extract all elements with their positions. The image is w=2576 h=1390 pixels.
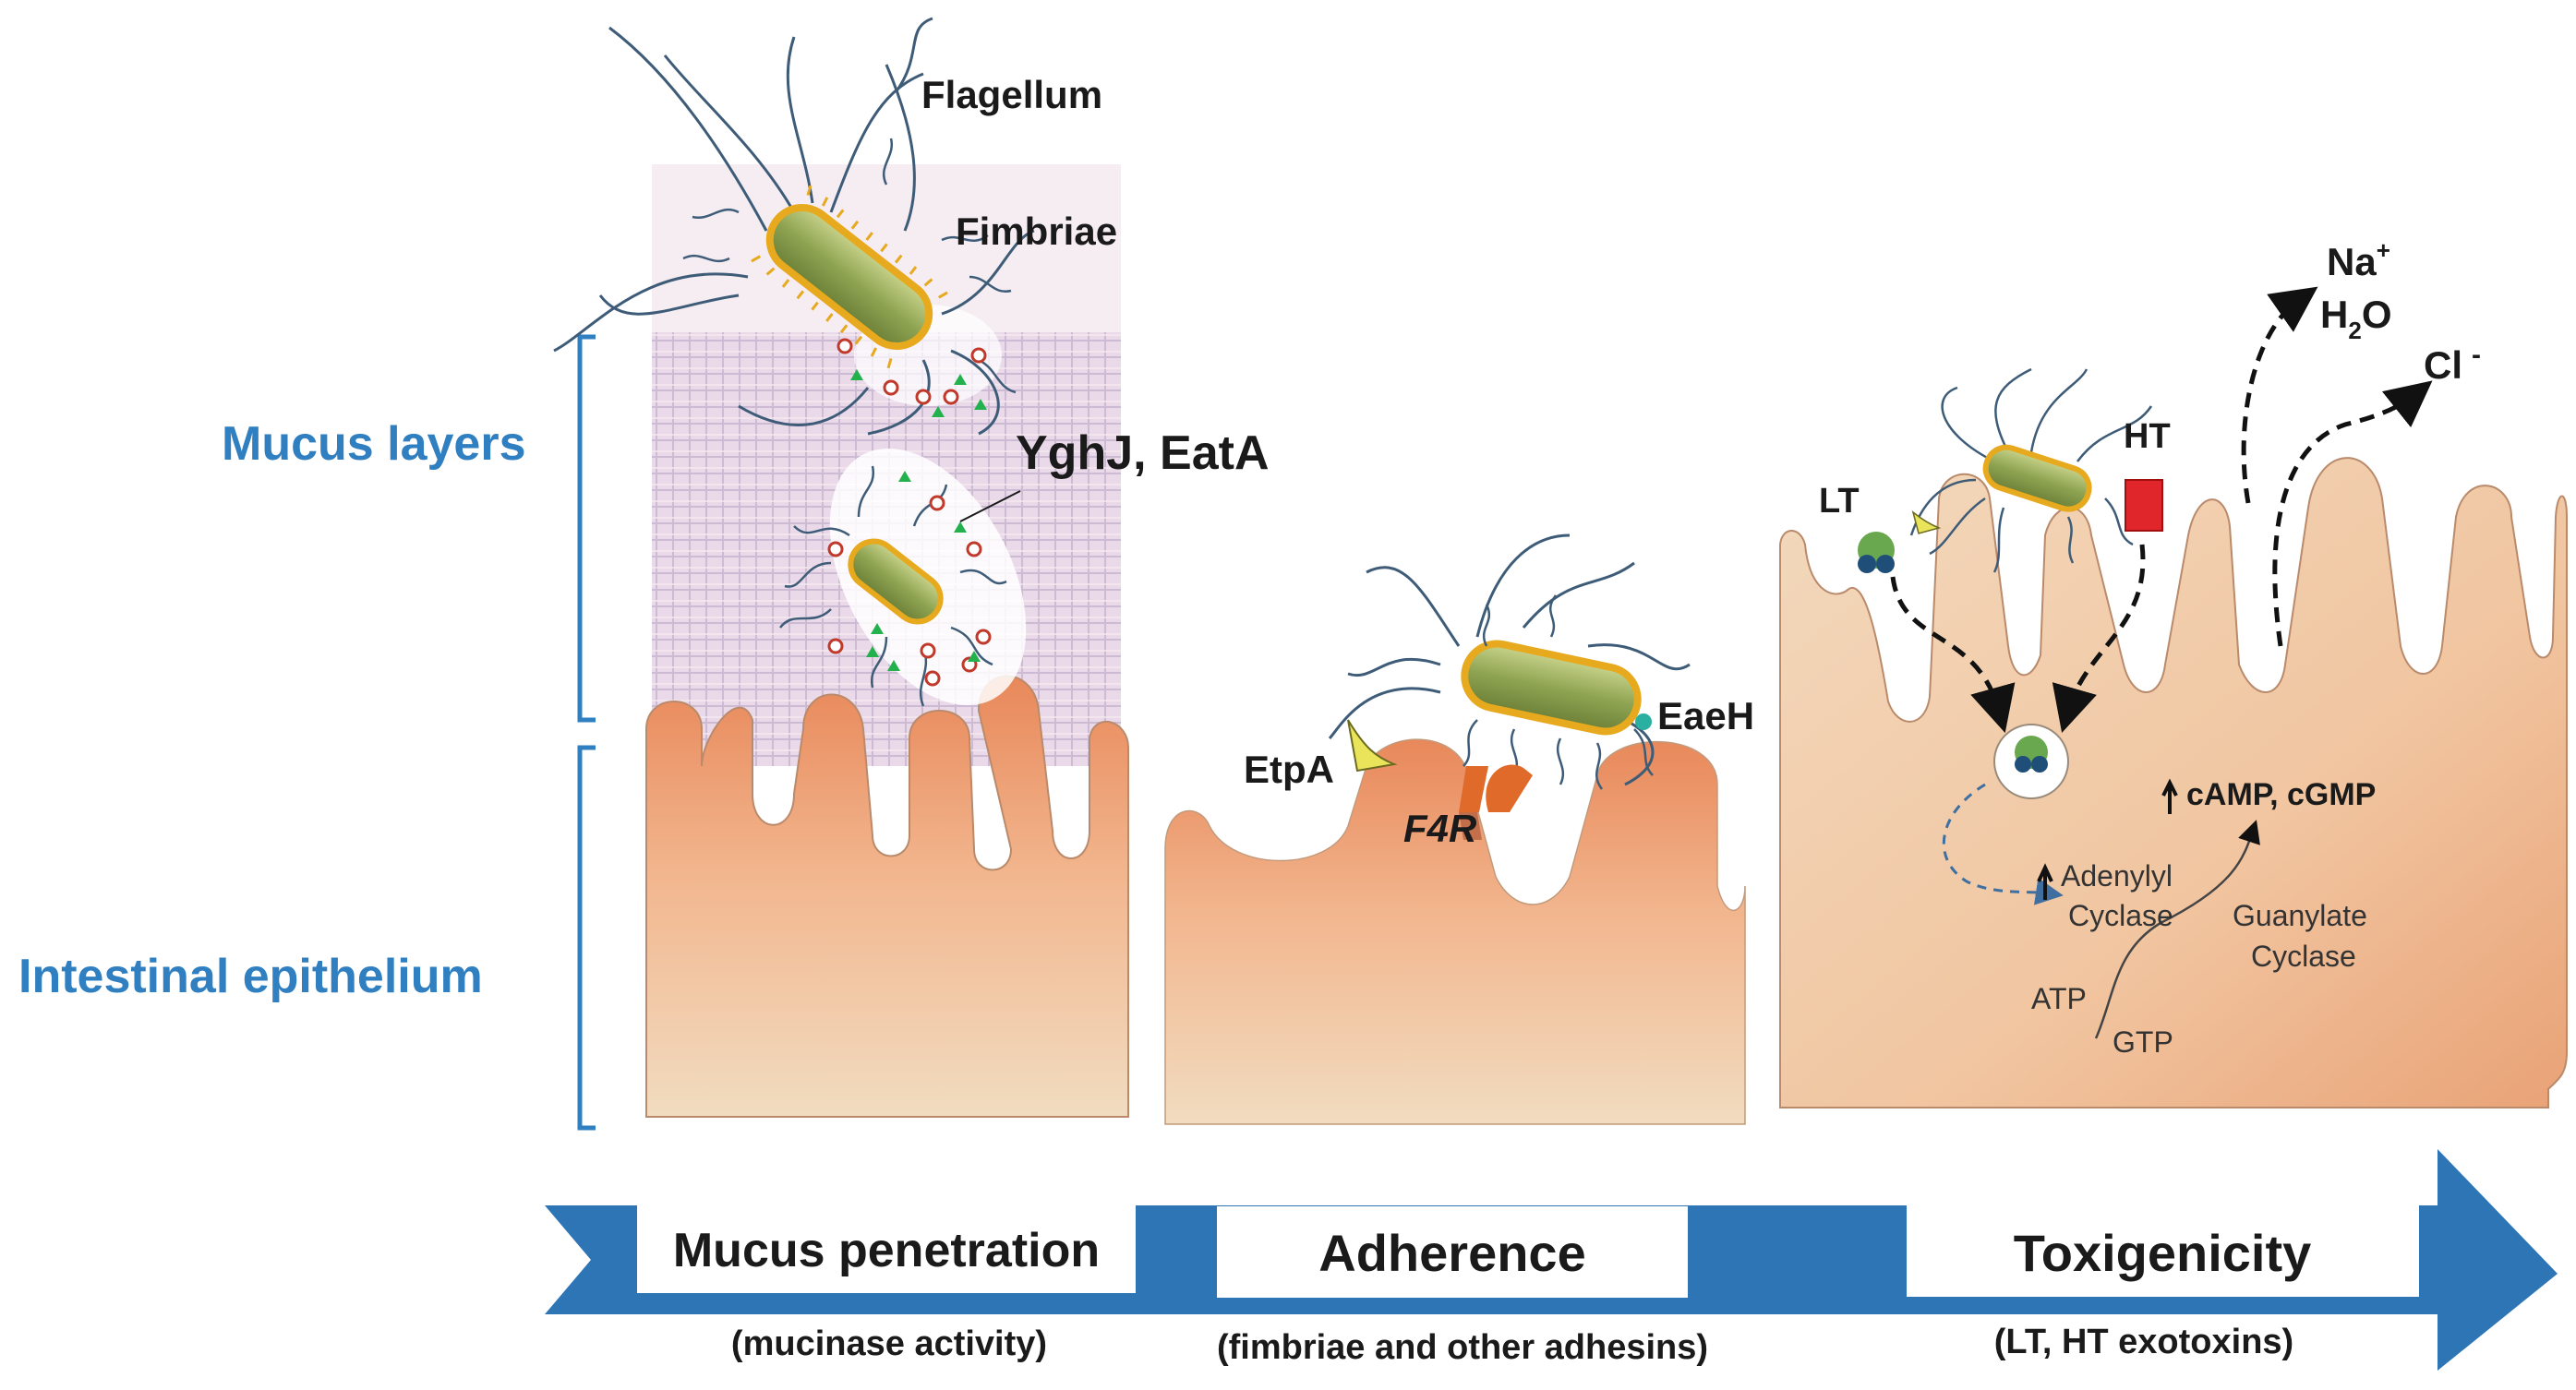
signal-arrow <box>1942 783 2064 905</box>
fimbriae-bacterium-1 <box>682 138 1017 394</box>
cl-label: Cl- <box>2424 340 2481 387</box>
etpa-label: EtpA <box>1244 748 1334 791</box>
epithelium-villi-2 <box>1164 738 1746 1125</box>
bacterium-1 <box>751 185 948 369</box>
adenylyl-cyclase-label: Cyclase <box>2068 899 2173 932</box>
adenylyl-label: Adenylyl <box>2061 859 2173 893</box>
bacterium-3 <box>1461 640 1642 736</box>
fimbriae-label: Fimbriae <box>956 210 1117 253</box>
toxin-entry-arrows <box>1890 286 2433 734</box>
mucus-layers-label: Mucus layers <box>222 417 526 471</box>
panel-toxigenicity: LT HT Na+ H2O Cl- cAMP, cGMP Adenylyl Cy… <box>1779 236 2568 1108</box>
gtp-label: GTP <box>2113 1025 2173 1059</box>
etpa-small <box>1911 510 1942 534</box>
stage-box-1 <box>637 1204 1136 1293</box>
epithelium-villi-3 <box>1779 457 2568 1108</box>
up-arrow-camp <box>2161 778 2178 814</box>
flagellum-label: Flagellum <box>921 73 1102 116</box>
bacterium-4 <box>1982 444 2092 512</box>
panel-mucus-penetration: Flagellum Fimbriae YghJ, EatA <box>553 17 1270 1118</box>
process-arrow: Mucus penetration Adherence Toxigenicity… <box>545 1149 2558 1371</box>
bacterium-2 <box>848 538 944 625</box>
f4r-label: F4R <box>1403 807 1477 850</box>
etpa-adhesin <box>1347 719 1398 773</box>
stage-subtitle-2: (fimbriae and other adhesins) <box>1217 1328 1708 1367</box>
protease-particles-2 <box>827 471 992 687</box>
guanylate-label: Guanylate <box>2233 899 2367 932</box>
ht-label: HT <box>2124 417 2171 456</box>
yghj-leader-line <box>959 490 1021 522</box>
ht-toxin <box>2125 479 2163 532</box>
up-arrow-adenylyl <box>2037 863 2053 900</box>
flagella-bacterium-1 <box>553 17 1035 436</box>
epithelium-bracket <box>577 745 596 1131</box>
stage-box-3 <box>1907 1204 2419 1297</box>
internalized-lt <box>1993 724 2069 799</box>
epithelium-villi-1 <box>645 675 1129 1118</box>
eaeh-label: EaeH <box>1657 694 1754 737</box>
cyclase-arrow <box>2094 820 2260 1039</box>
stage-title-1: Mucus penetration <box>673 1224 1100 1277</box>
yghj-eata-label: YghJ, EatA <box>1016 426 1270 480</box>
stage-subtitle-1: (mucinase activity) <box>731 1324 1047 1363</box>
mucus-bracket <box>577 334 596 723</box>
stage-box-2 <box>1217 1206 1688 1298</box>
stage-title-2: Adherence <box>1318 1224 1585 1282</box>
stage-title-3: Toxigenicity <box>2014 1224 2312 1282</box>
f4r-receptor <box>1459 764 1533 840</box>
panel-adherence: EtpA EaeH F4R <box>1164 533 1754 1125</box>
intestinal-epithelium-label: Intestinal epithelium <box>18 950 483 1003</box>
atp-label: ATP <box>2031 982 2087 1015</box>
lt-label: LT <box>1819 482 1860 521</box>
flagella-bacterium-3 <box>1328 533 1691 786</box>
lt-toxin <box>1858 532 1895 573</box>
flagella-bacterium-4 <box>1909 367 2153 573</box>
stage-subtitle-3: (LT, HT exotoxins) <box>1994 1323 2293 1361</box>
eaeh-adhesin <box>1635 713 1652 730</box>
guanylate-cyclase-label: Cyclase <box>2251 940 2356 973</box>
protease-particles-1 <box>837 338 987 417</box>
camp-cgmp-label: cAMP, cGMP <box>2186 777 2376 812</box>
na-label: Na+ <box>2327 236 2390 283</box>
h2o-label: H2O <box>2320 293 2391 344</box>
